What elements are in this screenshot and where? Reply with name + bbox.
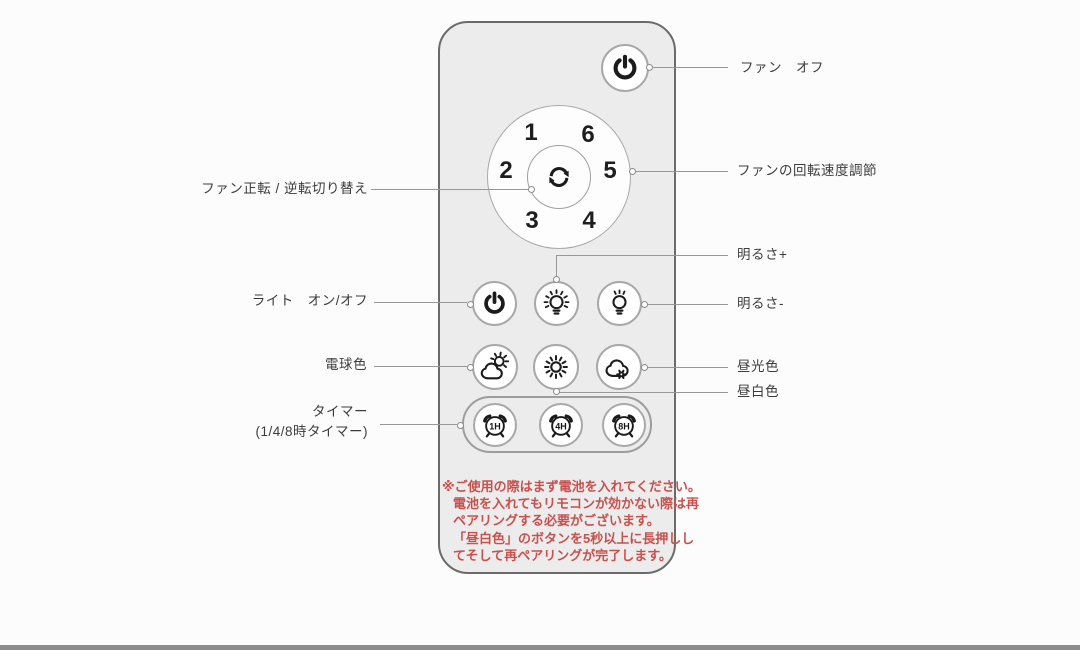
label-fan-direction: ファン正転 / 逆転切り替え <box>201 181 368 196</box>
alarm-clock-icon: 4H <box>544 408 578 442</box>
connector-line-fan-direction <box>371 189 528 191</box>
connector-line-bulb-color <box>374 366 467 368</box>
timer-8h-label: 8H <box>618 421 629 431</box>
warm-color-button <box>472 344 518 390</box>
sun-behind-cloud-icon <box>478 350 512 384</box>
label-timer-line2: (1/4/8時タイマー) <box>255 424 368 439</box>
connector-line-light-on-off <box>374 302 467 304</box>
connector-line-brightness-up <box>556 255 728 257</box>
label-brightness-minus: 明るさ- <box>737 296 784 311</box>
connector-dot <box>527 185 535 193</box>
power-icon <box>610 53 640 83</box>
sun-icon <box>539 350 573 384</box>
label-brightness-plus: 明るさ+ <box>737 247 788 262</box>
connector-line-fan-off <box>652 67 728 69</box>
dial-number-2: 2 <box>499 157 513 184</box>
connector-line-daylight <box>647 367 728 369</box>
bulb-bright-icon <box>540 287 573 320</box>
dial-number-3: 3 <box>525 207 539 234</box>
brightness-up-button <box>534 281 579 326</box>
connector-line-neutral-white <box>559 392 728 394</box>
connector-dot <box>645 63 653 71</box>
label-fan-off: ファン オフ <box>740 60 824 75</box>
dial-number-6: 6 <box>581 121 595 148</box>
timer-1h-label: 1H <box>489 421 500 431</box>
daylight-color-button <box>596 344 642 390</box>
label-fan-speed: ファンの回転速度調節 <box>737 163 877 178</box>
warning-line: 電池を入れてもリモコンが効かない際は再 <box>453 496 699 512</box>
label-timer: タイマー (1/4/8時タイマー) <box>255 402 368 442</box>
alarm-clock-icon: 8H <box>607 408 641 442</box>
connector-dot <box>456 421 464 429</box>
connector-dot <box>640 300 648 308</box>
connector-line-fan-speed <box>635 171 728 173</box>
connector-dot <box>640 363 648 371</box>
fan-direction-button <box>527 145 591 209</box>
brightness-down-button <box>597 281 642 326</box>
dial-number-1: 1 <box>524 119 538 146</box>
label-timer-line1: タイマー <box>312 404 368 419</box>
connector-line-brightness-up-vertical <box>556 255 558 276</box>
warning-line: 「昼白色」のボタンを5秒以上に長押しし <box>453 530 695 546</box>
dial-number-5: 5 <box>603 157 617 184</box>
battery-pairing-warning: ※ご使用の際はまず電池を入れてください。 電池を入れてもリモコンが効かない際は再… <box>442 478 701 564</box>
power-icon <box>481 290 508 317</box>
connector-dot <box>628 167 636 175</box>
dial-number-4: 4 <box>582 207 596 234</box>
bulb-dim-icon <box>603 287 636 320</box>
connector-line-brightness-down <box>647 304 728 306</box>
fan-off-button <box>601 44 649 92</box>
label-neutral-white: 昼白色 <box>737 384 779 399</box>
rotate-arrows-icon <box>543 161 575 193</box>
timer-4h-label: 4H <box>555 421 566 431</box>
bottom-bar <box>0 645 1080 650</box>
warning-line: ※ご使用の際はまず電池を入れてください。 <box>442 479 701 494</box>
neutral-white-button <box>533 344 579 390</box>
cloud-gear-icon <box>602 350 636 384</box>
label-light-on-off: ライト オン/オフ <box>251 293 368 308</box>
connector-dot <box>552 275 560 283</box>
light-on-off-button <box>472 281 517 326</box>
timer-1h-button: 1H <box>473 403 517 447</box>
label-daylight-color: 昼光色 <box>737 359 779 374</box>
connector-dot <box>466 300 474 308</box>
label-bulb-color: 電球色 <box>325 357 367 372</box>
connector-dot <box>552 387 560 395</box>
connector-line-timer <box>380 424 457 426</box>
timer-4h-button: 4H <box>539 403 583 447</box>
warning-line: てそして再ペアリングが完了します。 <box>453 547 672 563</box>
warning-line: ペアリングする必要がございます。 <box>453 513 660 529</box>
timer-8h-button: 8H <box>602 403 646 447</box>
alarm-clock-icon: 1H <box>478 408 512 442</box>
connector-dot <box>466 363 474 371</box>
